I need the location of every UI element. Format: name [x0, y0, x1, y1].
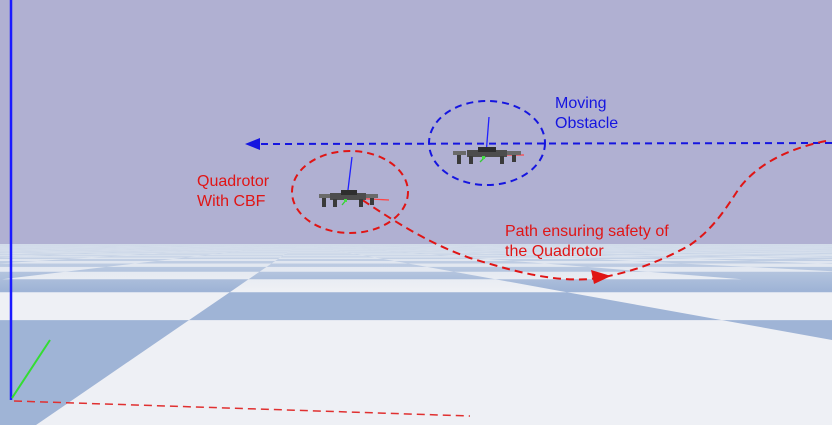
- quadrotor-label-line1: Quadrotor: [197, 173, 270, 190]
- quadrotor-label-line2: With CBF: [197, 193, 266, 210]
- path-label: Path ensuring safety of the Quadrotor: [505, 222, 669, 262]
- path-label-line2: the Quadrotor: [505, 243, 604, 260]
- obstacle-direction-arrow: [245, 138, 260, 150]
- quadrotor-safety-region: [291, 150, 409, 234]
- path-label-line1: Path ensuring safety of: [505, 223, 669, 240]
- obstacle-label: Moving Obstacle: [555, 94, 618, 134]
- floor-tile: [566, 292, 832, 321]
- safe-path-arrow: [591, 270, 611, 284]
- obstacle-label-line2: Obstacle: [555, 115, 619, 132]
- obstacle-label-line1: Moving: [555, 95, 607, 112]
- sky-background: [0, 0, 832, 246]
- x-axis-line: [13, 400, 471, 417]
- y-axis-line: [11, 339, 51, 399]
- safe-path-curve: [357, 140, 827, 281]
- quadrotor-label: Quadrotor With CBF: [197, 172, 269, 212]
- obstacle-safety-region: [428, 100, 546, 186]
- floor-tile: [36, 320, 832, 425]
- horizon-haze: [0, 244, 832, 290]
- floor-tile: [0, 292, 230, 321]
- drone-icon[interactable]: [453, 116, 524, 164]
- drone-icon[interactable]: [319, 156, 390, 207]
